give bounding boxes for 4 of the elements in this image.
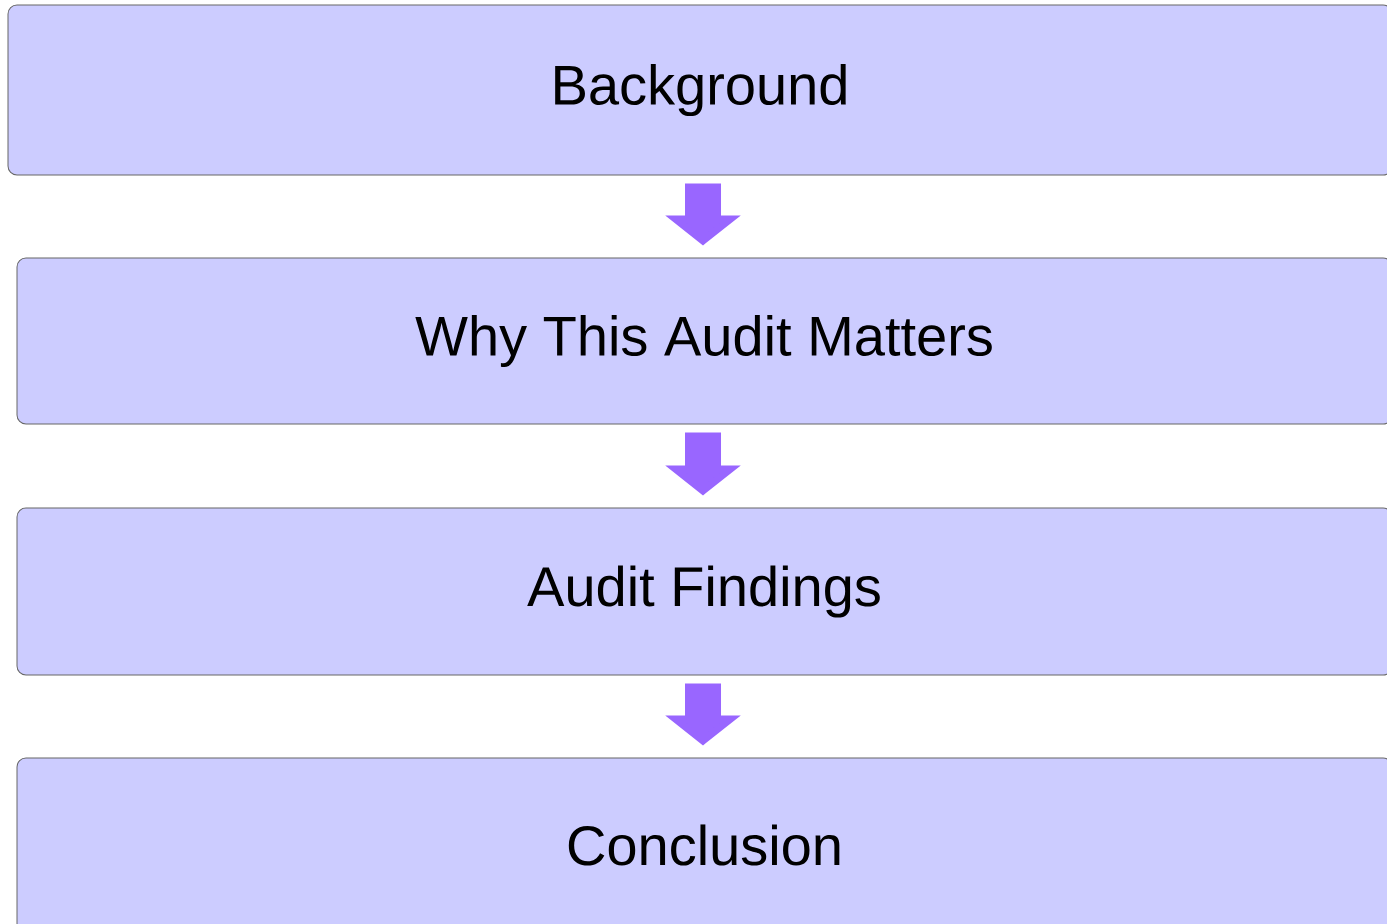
step-box: Background <box>7 4 1387 176</box>
step-box: Why This Audit Matters <box>16 257 1387 425</box>
step-box: Conclusion <box>16 757 1387 924</box>
step-box: Audit Findings <box>16 507 1387 676</box>
